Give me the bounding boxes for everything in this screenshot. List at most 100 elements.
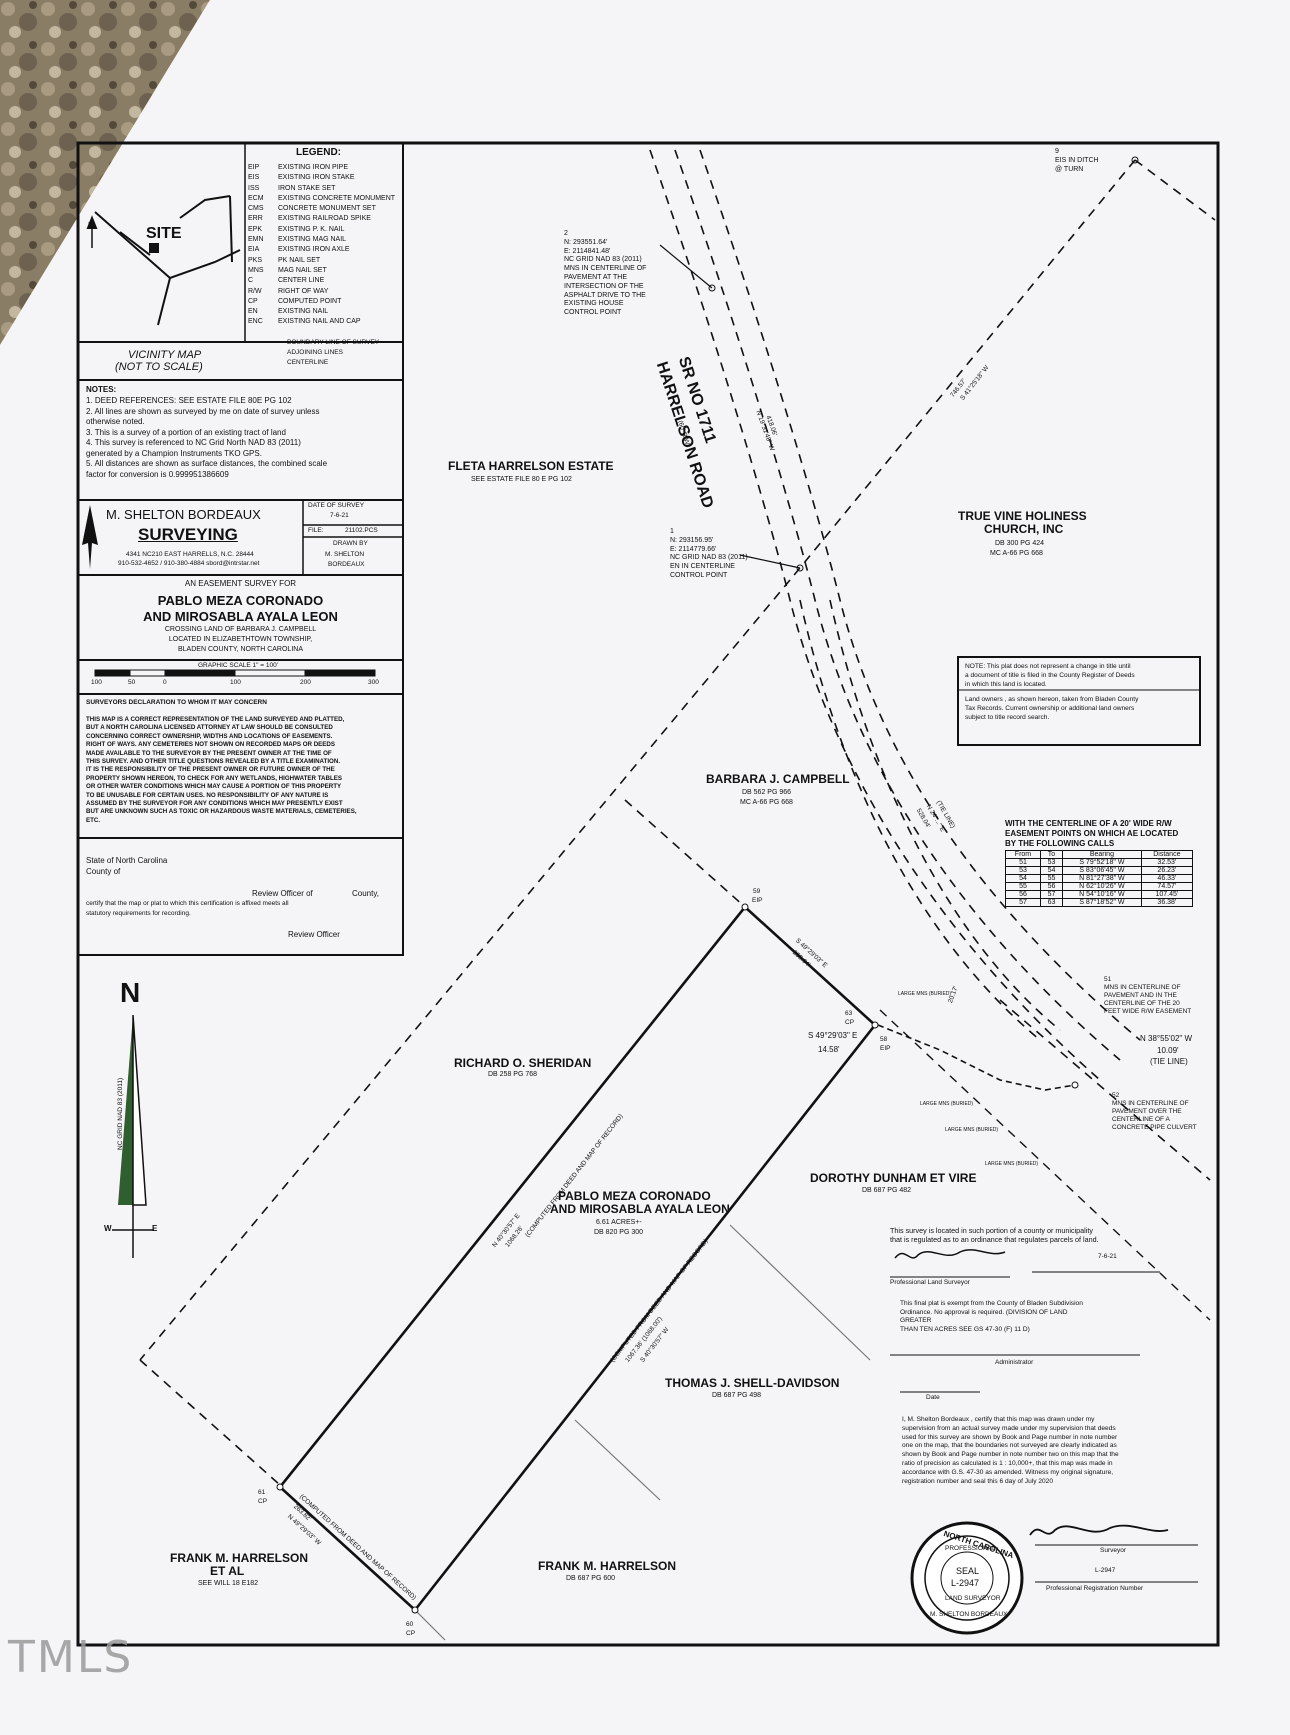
legend-code: EIP bbox=[248, 164, 260, 171]
note-line: otherwise noted. bbox=[86, 417, 145, 426]
parcel-dunham-ref: DB 687 PG 482 bbox=[862, 1187, 912, 1194]
calls-cell: N 81°27'38" W bbox=[1062, 874, 1142, 883]
control-point-line: N: 293156.95' bbox=[670, 536, 714, 544]
point-note-line: CONCRETE PIPE CULVERT bbox=[1112, 1124, 1197, 1131]
parcel-campbell: BARBARA J. CAMPBELL bbox=[706, 772, 850, 786]
control-point-line: CONTROL POINT bbox=[670, 571, 728, 579]
point-60-type: CP bbox=[406, 1630, 416, 1637]
tax-note-line: a document of title is filed in the Coun… bbox=[965, 672, 1135, 679]
declaration-line: CONCERNING CORRECT OWNERSHIP, WIDTHS AND… bbox=[86, 732, 333, 740]
graphic-scale-bar bbox=[94, 669, 376, 677]
surveyor-seal bbox=[910, 1521, 1024, 1635]
note-line: factor for conversion is 0.999951386609 bbox=[86, 469, 229, 479]
control-point-line: NC GRID NAD 83 (2011) bbox=[670, 554, 748, 562]
vicinity-north-label: N bbox=[88, 221, 96, 232]
control-point-line: ASPHALT DRIVE TO THE bbox=[564, 291, 646, 299]
legend-code: CP bbox=[248, 297, 258, 305]
parcel-true-vine-ref2: MC A-66 PG 668 bbox=[990, 550, 1043, 557]
review-officer-signature-label: Review Officer bbox=[288, 930, 340, 939]
exempt-line: THAN TEN ACRES SEE GS 47-30 (F) 11 D) bbox=[900, 1325, 1030, 1333]
calls-cell: 32.53' bbox=[1140, 858, 1194, 867]
mns-label: LARGE MNS (BURIED) bbox=[920, 1101, 974, 1107]
legend-code: CMS bbox=[248, 205, 264, 213]
calls-cell: 26.23' bbox=[1140, 866, 1194, 875]
scale-tick: 300 bbox=[368, 679, 379, 686]
short-line-bearing: S 49°29'03" E bbox=[808, 1031, 858, 1040]
cert-line: that is regulated as to an ordinance tha… bbox=[890, 1235, 1099, 1244]
cert-statement-line: registration number and seal this 6 day … bbox=[902, 1477, 1054, 1485]
calls-cell: 36.38' bbox=[1140, 898, 1194, 907]
left-panel-border bbox=[77, 142, 404, 956]
parcel-frank-harrelson-south: FRANK M. HARRELSON bbox=[538, 1559, 676, 1573]
exemption-block: This final plat is exempt from the Count… bbox=[900, 1300, 1083, 1334]
control-point-line: E: 2114841.48' bbox=[564, 247, 611, 255]
calls-cell: 56 bbox=[1005, 890, 1041, 899]
legend-code: R/W bbox=[248, 287, 262, 295]
drawn-by-value: M. SHELTON bbox=[325, 551, 365, 558]
legend-desc: EXISTING NAIL bbox=[278, 308, 329, 316]
professional-registration-label: Professional Registration Number bbox=[1046, 1585, 1144, 1592]
point-note-line: PAVEMENT OVER THE bbox=[1112, 1108, 1182, 1115]
calls-cell: S 79°52'18" W bbox=[1062, 858, 1142, 867]
control-point-line: EXISTING HOUSE bbox=[564, 300, 624, 308]
control-point-line: @ TURN bbox=[1055, 165, 1084, 173]
review-county: County of bbox=[86, 867, 121, 876]
legend-code: EIS bbox=[248, 174, 260, 182]
control-point-line: CONTROL POINT bbox=[564, 309, 622, 317]
notes-list: 1. DEED REFERENCES: SEE ESTATE FILE 80E … bbox=[86, 396, 327, 480]
legend-code: EPK bbox=[248, 225, 263, 233]
vicinity-caption-scale: (NOT TO SCALE) bbox=[115, 361, 203, 373]
cert-statement-line: I, M. Shelton Bordeaux , certify that th… bbox=[902, 1416, 1095, 1423]
parcel-subject: PABLO MEZA CORONADO bbox=[558, 1189, 711, 1203]
watermark: TMLS bbox=[8, 1632, 134, 1683]
parcel-dunham: DOROTHY DUNHAM ET VIRE bbox=[810, 1171, 977, 1185]
legend-code: PKS bbox=[248, 256, 263, 264]
legend-code: ECM bbox=[248, 194, 264, 202]
west-label: W bbox=[104, 1224, 112, 1233]
firm-name: M. SHELTON BORDEAUX bbox=[106, 507, 261, 522]
note-line: 5. All distances are shown as surface di… bbox=[86, 459, 328, 468]
vicinity-caption: VICINITY MAP bbox=[128, 349, 202, 361]
tie2-note: (TIE LINE) bbox=[1150, 1057, 1188, 1066]
surveyor-label: Surveyor bbox=[1100, 1547, 1127, 1554]
tie2-distance: 10.09' bbox=[1157, 1046, 1179, 1055]
declaration-line: THIS MAP IS A CORRECT REPRESENTATION OF … bbox=[86, 716, 345, 723]
legend-desc: EXISTING MAG NAIL bbox=[278, 236, 347, 244]
calls-cell: 53 bbox=[1005, 866, 1041, 875]
note-line: 4. This survey is referenced to NC Grid … bbox=[86, 438, 301, 447]
legend-code: ISS bbox=[248, 184, 260, 192]
declaration-text: THIS MAP IS A CORRECT REPRESENTATION OF … bbox=[86, 716, 357, 825]
calls-cell: 53 bbox=[1039, 858, 1064, 867]
declaration-line: OR OTHER WATER CONDITIONS WHICH MAY CAUS… bbox=[86, 783, 342, 791]
road-right-of-way bbox=[649, 149, 1216, 1181]
parcel-true-vine-2: CHURCH, INC bbox=[984, 522, 1064, 536]
point-note-line: 52 bbox=[1112, 1092, 1120, 1099]
calls-cell: 107.45' bbox=[1140, 890, 1194, 899]
administrator-label: Administrator bbox=[995, 1359, 1034, 1366]
scale-tick: 100 bbox=[91, 679, 102, 686]
point-note-line: CENTERLINE OF A bbox=[1112, 1116, 1170, 1123]
declaration-line: BUT A NORTH CAROLINA LICENSED ATTORNEY A… bbox=[86, 724, 333, 732]
parcel-shell-davidson: THOMAS J. SHELL-DAVIDSON bbox=[665, 1376, 840, 1390]
declaration-title: SURVEYORS DECLARATION TO WHOM IT MAY CON… bbox=[86, 699, 267, 706]
seal-center-1: SEAL bbox=[956, 1566, 980, 1576]
review-officer-line: Review Officer of bbox=[252, 889, 313, 898]
mns-label: LARGE MNS (BURIED) bbox=[898, 991, 952, 997]
cert-date: 7-6-21 bbox=[1098, 1253, 1117, 1260]
cert-statement-line: supervision from an actual survey made u… bbox=[902, 1424, 1116, 1432]
parcel-frank-harrelson-south-ref: DB 687 PG 600 bbox=[566, 1575, 616, 1582]
note-line: generated by a Champion Instruments TKO … bbox=[86, 448, 262, 458]
review-cert-1: certify that the map or plat to which th… bbox=[86, 900, 289, 907]
